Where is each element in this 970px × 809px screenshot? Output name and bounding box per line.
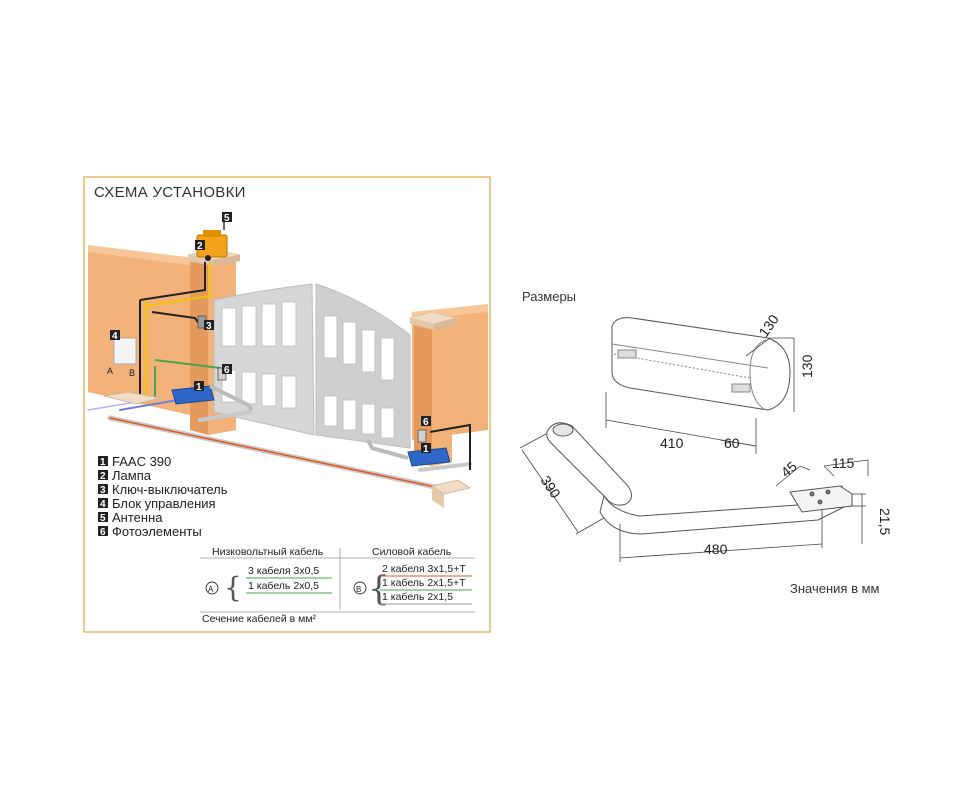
cable-row-b: 1 кабель 2x1,5 (382, 591, 453, 603)
low-voltage-header: Низковольтный кабель (212, 546, 324, 558)
cable-table: Низковольтный кабель Силовой кабель A { … (200, 546, 475, 625)
arm-assembly (546, 422, 853, 535)
legend-marker (98, 512, 108, 522)
svg-text:6: 6 (423, 417, 429, 428)
legend-marker (98, 526, 108, 536)
cable-row-b: 1 кабель 2x1,5+T (382, 577, 466, 589)
wall-left (88, 250, 212, 420)
legend-marker (98, 484, 108, 494)
legend-number: 1 (100, 457, 106, 468)
motor-body (611, 317, 791, 411)
dim-bracket-height: 21,5 (877, 508, 893, 535)
cable-row-a: 3 кабеля 3x0,5 (248, 565, 319, 577)
legend-number: 5 (100, 513, 106, 524)
group-a-rows: 3 кабеля 3x0,5 1 кабель 2x0,5 (246, 565, 332, 594)
wire-label-a: A (107, 366, 113, 376)
legend-label: Лампа (112, 468, 152, 483)
legend-number: 4 (100, 499, 106, 510)
installation-title: СХЕМА УСТАНОВКИ (94, 184, 246, 201)
motor-right (366, 439, 451, 467)
dim-arm-long: 480 (704, 541, 728, 557)
legend-marker (98, 456, 108, 466)
cable-row-a: 1 кабель 2x0,5 (248, 580, 319, 592)
wall-left-top (88, 245, 212, 268)
group-a-label: A (208, 585, 214, 594)
legend-label: FAAC 390 (112, 454, 171, 469)
legend-number: 3 (100, 485, 106, 496)
legend-label: Фотоэлементы (112, 524, 202, 539)
legend-label: Антенна (112, 510, 163, 525)
svg-text:1: 1 (423, 444, 429, 455)
dim-bracket-angle: 45 (778, 458, 800, 480)
dimensions-panel: Размеры 130 130 410 60 (519, 289, 893, 596)
pillar-right (408, 311, 458, 466)
dim-motor-height: 130 (799, 354, 815, 378)
motor-dimension-lines (605, 337, 795, 454)
legend: 1 FAAC 390 2 Лампа 3 Ключ-выключатель 4 Блок уп… (98, 454, 228, 539)
ground-cables (87, 397, 472, 491)
dim-motor-length: 410 (660, 435, 684, 451)
photocell-right (417, 429, 427, 443)
legend-number: 2 (100, 471, 106, 482)
legend-marker (98, 498, 108, 508)
svg-text:6: 6 (224, 365, 230, 376)
dimensions-title: Размеры (522, 289, 576, 304)
legend-label: Блок управления (112, 496, 216, 511)
installation-panel: СХЕМА УСТАНОВКИ (83, 176, 491, 633)
group-b-rows: 2 кабеля 3x1,5+T 1 кабель 2x1,5+T 1 кабель… (380, 563, 472, 605)
dim-motor-offset: 60 (724, 435, 740, 451)
svg-text:4: 4 (112, 331, 118, 342)
power-header: Силовой кабель (372, 546, 452, 558)
svg-text:1: 1 (196, 382, 202, 393)
diagram-markers: 5 2 3 4 6 1 6 1 (110, 212, 431, 455)
legend-marker (98, 470, 108, 480)
dim-motor-depth: 130 (755, 311, 782, 339)
control-box: A B (103, 337, 161, 405)
legend-label: Ключ-выключатель (112, 482, 228, 497)
dim-bracket-width: 115 (832, 455, 855, 471)
wire-label-b: B (129, 368, 135, 378)
cable-footer: Сечение кабелей в мм² (202, 613, 317, 625)
group-b-brace: { (368, 569, 390, 609)
gate (213, 283, 411, 449)
junction-box-side (432, 486, 444, 508)
units-note: Значения в мм (790, 581, 880, 596)
dim-arm-short: 390 (538, 473, 564, 501)
cable-row-b: 2 кабеля 3x1,5+T (382, 563, 466, 575)
arm-dimension-lines (519, 433, 869, 562)
group-b-label: B (356, 585, 361, 594)
svg-text:3: 3 (206, 321, 212, 332)
svg-text:5: 5 (224, 213, 230, 224)
group-a-brace: { (224, 571, 242, 604)
svg-text:2: 2 (197, 241, 203, 252)
legend-number: 6 (100, 527, 106, 538)
